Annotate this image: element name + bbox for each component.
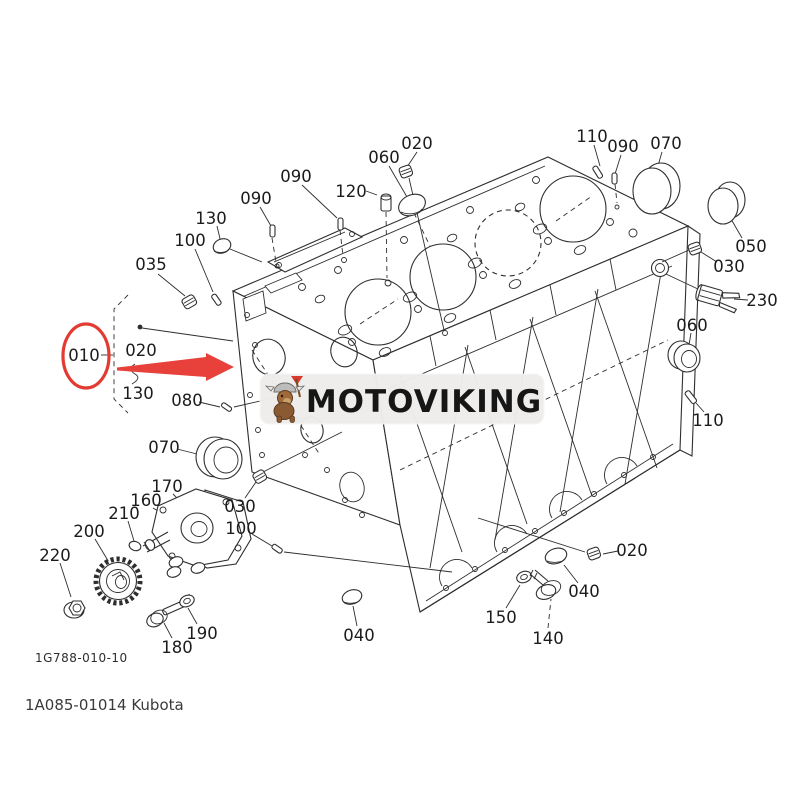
part-pin-090-left (269, 224, 276, 238)
callout-120: 120 (335, 182, 367, 201)
callout-020-bottom: 020 (616, 541, 648, 560)
part-pin-110-top (592, 165, 604, 179)
callout-170: 170 (151, 477, 183, 496)
part-plug-060-top (398, 193, 426, 217)
callout-040-left: 040 (343, 626, 375, 645)
callout-180: 180 (161, 638, 193, 657)
callout-230: 230 (746, 291, 778, 310)
part-screw-030-right (687, 241, 703, 256)
highlight-circle (61, 322, 111, 390)
callout-200: 200 (73, 522, 105, 541)
part-cap-210 (128, 540, 142, 552)
callout-030-lower: 030 (224, 497, 256, 516)
callout-130-left: 130 (122, 384, 154, 403)
callout-090-right: 090 (607, 137, 639, 156)
assembly-indicator-010 (101, 294, 234, 414)
part-washer-150 (516, 570, 532, 584)
callout-130-top: 130 (195, 209, 227, 228)
callout-100-lower: 100 (225, 519, 257, 538)
part-pin-110-right (684, 390, 698, 405)
part-plug-040-left (341, 589, 363, 605)
watermark-badge: MOTOVIKING (259, 373, 545, 425)
figure-code: 1G788-010-10 (35, 651, 128, 665)
part-number-caption: 1A085-01014 Kubota (25, 696, 184, 714)
callout-190: 190 (186, 624, 218, 643)
callout-220: 220 (39, 546, 71, 565)
callout-070-top: 070 (650, 134, 682, 153)
part-screw-035 (181, 294, 198, 310)
callout-060-right: 060 (676, 316, 708, 335)
part-gear-200 (93, 556, 143, 606)
part-bolt-140 (529, 569, 562, 600)
part-pin-090-mid (337, 217, 344, 231)
callout-140: 140 (532, 629, 564, 648)
callout-090-left: 090 (240, 189, 272, 208)
callout-050: 050 (735, 237, 767, 256)
part-plug-130 (212, 238, 232, 254)
part-sensor-230 (695, 284, 741, 314)
callout-090-mid: 090 (280, 167, 312, 186)
callout-020-left: 020 (125, 341, 157, 360)
callout-040-right: 040 (568, 582, 600, 601)
part-dowel-100-upper (211, 293, 222, 306)
part-dowel-100-lower (271, 543, 283, 554)
part-plug-040-right (544, 547, 568, 565)
part-seal-060-right (667, 340, 701, 373)
callout-210: 210 (108, 504, 140, 523)
callout-150: 150 (485, 608, 517, 627)
callout-010-highlighted: 010 (68, 346, 100, 365)
part-bush-120 (380, 193, 392, 212)
callout-080: 080 (171, 391, 203, 410)
callout-035: 035 (135, 255, 167, 274)
part-pin-080 (220, 402, 233, 412)
part-screw-020-bottom (586, 546, 602, 561)
part-oil-pump-160-170 (142, 488, 252, 578)
callout-020-top: 020 (401, 134, 433, 153)
part-cap-070-right (632, 162, 681, 215)
loose-parts (63, 162, 746, 628)
watermark-text: MOTOVIKING (306, 384, 542, 420)
part-screw-030-lower (252, 469, 268, 484)
part-washer-190 (179, 594, 195, 608)
part-nut-220 (63, 600, 86, 619)
callout-110-top: 110 (576, 127, 608, 146)
highlight-overlay (61, 322, 234, 390)
part-pin-090-right (611, 172, 618, 185)
callout-030-right: 030 (713, 257, 745, 276)
part-cap-050 (707, 181, 746, 225)
callout-110-right: 110 (692, 411, 724, 430)
callout-070-left: 070 (148, 438, 180, 457)
part-screw-020-top (398, 164, 414, 179)
callout-060-top: 060 (368, 148, 400, 167)
callout-labels: 130 100 035 090 090 120 060 020 110 090 … (39, 127, 778, 657)
highlight-arrow-icon (117, 353, 234, 381)
watermark-background (259, 373, 545, 425)
callout-160: 160 (130, 491, 162, 510)
callout-100-top: 100 (174, 231, 206, 250)
viking-dog-icon (264, 376, 306, 423)
part-bearing-070-left (195, 436, 243, 480)
